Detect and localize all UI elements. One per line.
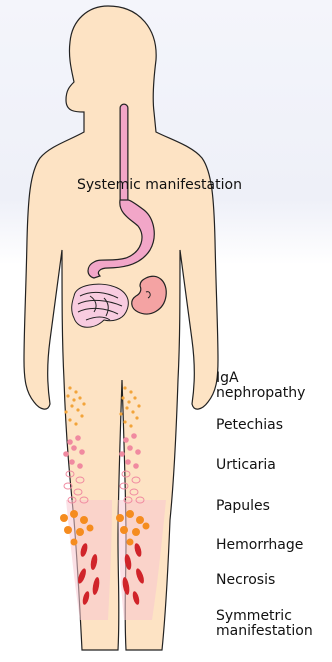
label-urticaria: Urticaria — [216, 458, 276, 473]
label-papules: Papules — [216, 499, 270, 514]
label-symmetric-manifestation: Symmetric manifestation — [216, 609, 313, 639]
label-necrosis: Necrosis — [216, 573, 275, 588]
label-petechias: Petechias — [216, 418, 283, 433]
label-hemorrhage: Hemorrhage — [216, 538, 303, 553]
left-leg-flush — [66, 500, 112, 620]
label-iga-nephropathy: IgA nephropathy — [216, 371, 305, 401]
systemic-manifestation-label: Systemic manifestation — [77, 177, 242, 193]
